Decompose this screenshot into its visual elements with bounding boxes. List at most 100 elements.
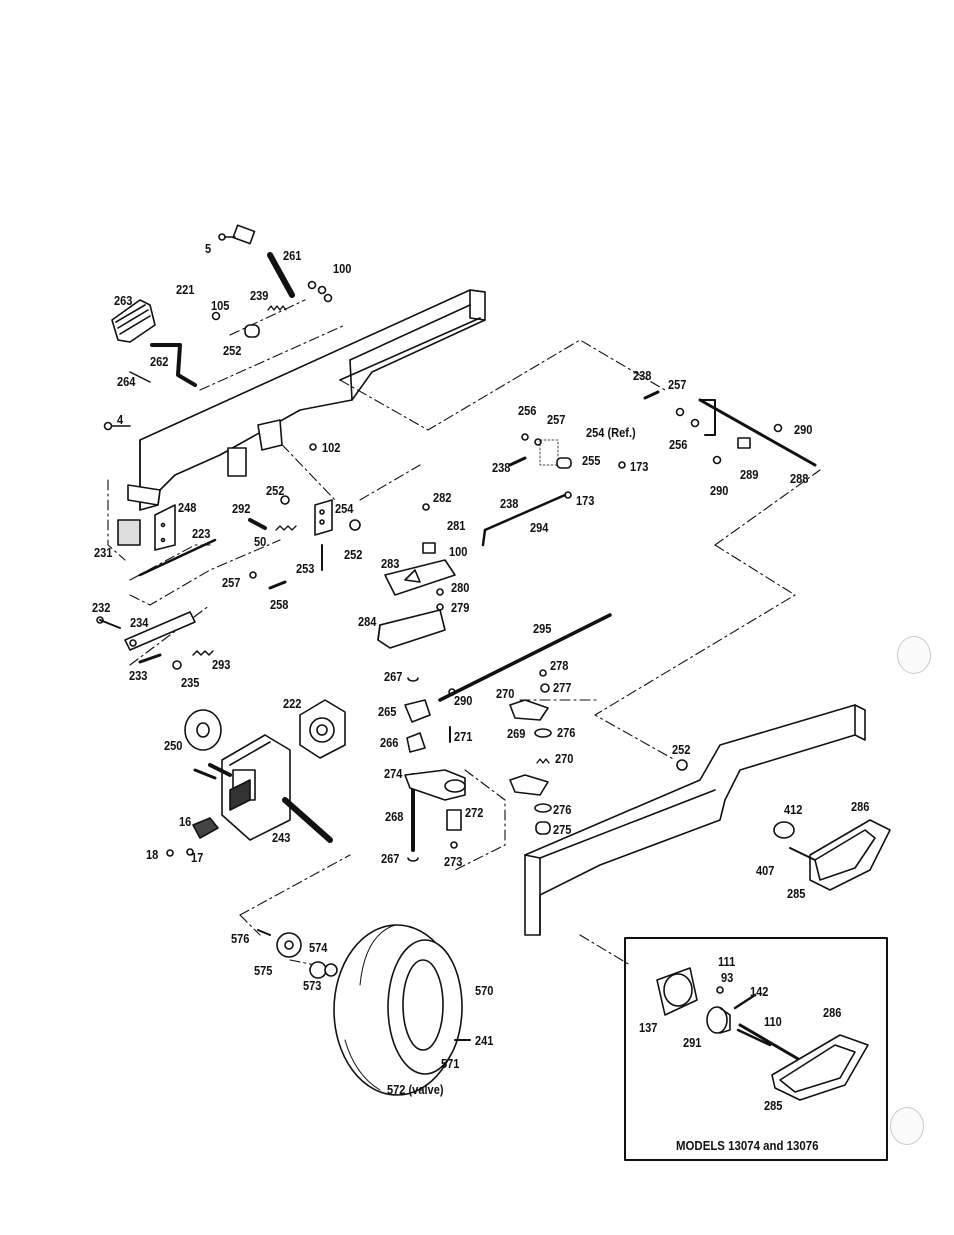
callout-238: 238 — [492, 460, 511, 475]
callout-252: 252 — [672, 742, 691, 757]
callout-17: 17 — [191, 850, 204, 865]
callout-100: 100 — [333, 261, 352, 276]
callout-285: 285 — [787, 886, 806, 901]
callout-270: 270 — [496, 686, 515, 701]
callout-293: 293 — [212, 657, 231, 672]
callout-93: 93 — [721, 970, 734, 985]
rod-295 — [438, 613, 612, 702]
punch-hole-top — [897, 636, 931, 674]
callout-5: 5 — [205, 241, 212, 256]
bracket-283 — [384, 559, 456, 596]
callout-295: 295 — [533, 621, 552, 636]
callout-100: 100 — [449, 544, 468, 559]
callout-257: 257 — [222, 575, 241, 590]
callout-570: 570 — [475, 983, 494, 998]
callout-256: 256 — [518, 403, 537, 418]
callout-276: 276 — [557, 725, 576, 740]
callout-270: 270 — [555, 751, 574, 766]
callout-276: 276 — [553, 802, 572, 817]
callout-284: 284 — [358, 614, 377, 629]
callout-243: 243 — [272, 830, 291, 845]
callout-285: 285 — [764, 1098, 783, 1113]
callout-265: 265 — [378, 704, 397, 719]
callout-282: 282 — [433, 490, 452, 505]
lever-262 — [150, 343, 197, 387]
callout-142: 142 — [750, 984, 769, 999]
callout-275: 275 — [553, 822, 572, 837]
callout-173: 173 — [576, 493, 595, 508]
bracket-284 — [377, 609, 446, 649]
rod-288 — [698, 398, 817, 467]
wheel-tire — [333, 924, 463, 1096]
callout-252: 252 — [223, 343, 242, 358]
callout-257: 257 — [547, 412, 566, 427]
callout-254: 254 — [335, 501, 354, 516]
callout-232: 232 — [92, 600, 111, 615]
callout-239: 239 — [250, 288, 269, 303]
callout-291: 291 — [683, 1035, 702, 1050]
rod-223 — [138, 538, 217, 577]
punch-hole-bottom — [890, 1107, 924, 1145]
callout-238: 238 — [500, 496, 519, 511]
callout-248: 248 — [178, 500, 197, 515]
callout-252: 252 — [344, 547, 363, 562]
callout-267: 267 — [381, 851, 400, 866]
rod-294 — [483, 493, 567, 532]
callout-268: 268 — [385, 809, 404, 824]
callout-575: 575 — [254, 963, 273, 978]
callout-290: 290 — [710, 483, 729, 498]
callout-264: 264 — [117, 374, 136, 389]
callout-231: 231 — [94, 545, 113, 560]
callout-571: 571 — [441, 1056, 460, 1071]
callout-294: 294 — [530, 520, 549, 535]
callout-576: 576 — [231, 931, 250, 946]
inset-caption: MODELS 13074 and 13076 — [676, 1138, 819, 1153]
callout-286: 286 — [851, 799, 870, 814]
callout-269: 269 — [507, 726, 526, 741]
callout-235: 235 — [181, 675, 200, 690]
callout-110: 110 — [764, 1014, 782, 1029]
callout-253: 253 — [296, 561, 315, 576]
callout-279: 279 — [451, 600, 470, 615]
callout-574: 574 — [309, 940, 328, 955]
callout-292: 292 — [232, 501, 251, 516]
callout-263: 263 — [114, 293, 133, 308]
inset-frame — [624, 937, 888, 1161]
callout-241: 241 — [475, 1033, 494, 1048]
callout-4: 4 — [117, 412, 124, 427]
callout-573: 573 — [303, 978, 322, 993]
callout-407: 407 — [756, 863, 775, 878]
right-frame-rail — [524, 704, 866, 936]
callout-105: 105 — [211, 298, 230, 313]
callout-271: 271 — [454, 729, 473, 744]
callout-255: 255 — [582, 453, 601, 468]
callout-173: 173 — [630, 459, 649, 474]
brake-pedal-263 — [111, 299, 156, 343]
callout-111: 111 — [718, 954, 736, 969]
callout-280: 280 — [451, 580, 470, 595]
left-frame-rail — [127, 289, 486, 511]
callout-102: 102 — [322, 440, 341, 455]
callout-273: 273 — [444, 854, 463, 869]
callout-223: 223 — [192, 526, 211, 541]
callout-233: 233 — [129, 668, 148, 683]
callout-222: 222 — [283, 696, 302, 711]
callout-272: 272 — [465, 805, 484, 820]
callout-16: 16 — [179, 814, 192, 829]
inset-pedal-assembly — [656, 967, 869, 1101]
callout-238: 238 — [633, 368, 652, 383]
callout-137: 137 — [639, 1020, 658, 1035]
callout-261: 261 — [283, 248, 302, 263]
callout-277: 277 — [553, 680, 572, 695]
callout-252: 252 — [266, 483, 285, 498]
callout-221: 221 — [176, 282, 195, 297]
callout-262: 262 — [150, 354, 169, 369]
callout-283: 283 — [381, 556, 400, 571]
callout-274: 274 — [384, 766, 403, 781]
callout-288: 288 — [790, 471, 809, 486]
callout-234: 234 — [130, 615, 149, 630]
callout-256: 256 — [669, 437, 688, 452]
callout-18: 18 — [146, 847, 159, 862]
